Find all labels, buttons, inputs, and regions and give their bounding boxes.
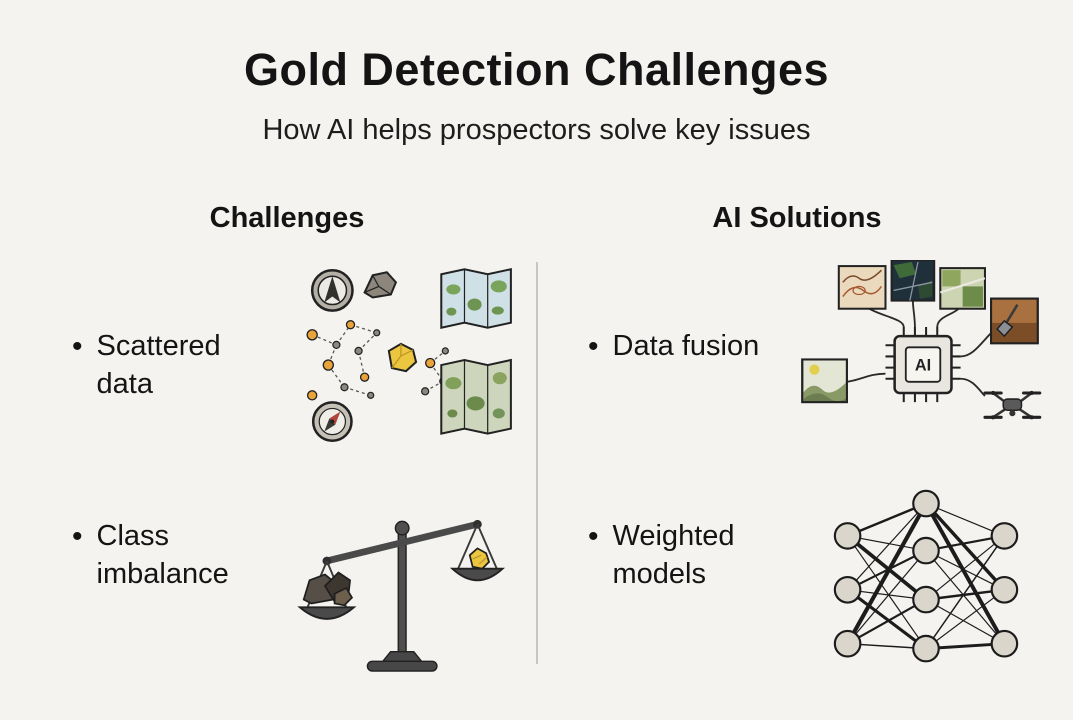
scatter-points-icon bbox=[306, 320, 381, 401]
balance-scale-illustration bbox=[296, 472, 518, 675]
soil-shovel-thumbnail bbox=[990, 297, 1039, 345]
neural-network-icon bbox=[833, 489, 1019, 663]
challenge-label-scattered-data: Scattered data bbox=[96, 330, 221, 400]
challenges-column-header: Challenges bbox=[209, 202, 365, 234]
ai-chip-icon: AI bbox=[885, 326, 961, 403]
topo-map-thumbnail bbox=[837, 265, 887, 310]
bullet-icon: • bbox=[72, 520, 83, 553]
column-divider bbox=[536, 262, 538, 664]
scattered-data-icon bbox=[306, 267, 512, 442]
balance-scale-icon bbox=[297, 519, 506, 672]
neural-network-illustration bbox=[820, 482, 1032, 678]
page-title: Gold Detection Challenges bbox=[243, 44, 830, 95]
solution-item-data-fusion: • Data fusion bbox=[588, 328, 759, 366]
ai-chip-data-fusion-illustration: AI bbox=[798, 260, 1042, 463]
aerial-field-thumbnail bbox=[939, 267, 986, 310]
page-subtitle: How AI helps prospectors solve key issue… bbox=[262, 114, 811, 146]
solution-label-weighted-models: Weighted models bbox=[612, 520, 735, 590]
network-nodes bbox=[833, 489, 1019, 663]
compass-needle-icon bbox=[311, 401, 353, 442]
world-map-icon bbox=[440, 267, 512, 329]
solution-label-data-fusion: Data fusion bbox=[612, 330, 760, 362]
scattered-data-illustration bbox=[292, 262, 524, 454]
gold-pan bbox=[449, 523, 506, 582]
solution-item-weighted-models: • Weighted models bbox=[588, 518, 769, 593]
rock-icon bbox=[363, 271, 398, 299]
challenge-item-scattered-data: • Scattered data bbox=[72, 328, 253, 403]
landscape-thumbnail bbox=[801, 358, 848, 404]
challenge-item-class-imbalance: • Class imbalance bbox=[72, 518, 253, 593]
gold-nugget-icon bbox=[387, 342, 418, 373]
solutions-column-header: AI Solutions bbox=[712, 202, 882, 234]
connector-lines bbox=[846, 300, 992, 397]
terrain-map-icon bbox=[440, 358, 512, 435]
data-fusion-icon: AI bbox=[801, 260, 1042, 420]
rocks-pan bbox=[297, 560, 357, 620]
compass-icon bbox=[310, 268, 354, 312]
scale-beam bbox=[322, 519, 482, 566]
drone-icon bbox=[983, 390, 1042, 420]
network-edges bbox=[845, 502, 1007, 651]
ai-chip-label: AI bbox=[915, 357, 931, 375]
scale-stand bbox=[366, 520, 438, 672]
bullet-icon: • bbox=[588, 330, 599, 363]
bullet-icon: • bbox=[72, 330, 83, 363]
satellite-image-thumbnail bbox=[890, 260, 936, 302]
bullet-icon: • bbox=[588, 520, 599, 553]
challenge-label-class-imbalance: Class imbalance bbox=[96, 520, 229, 590]
